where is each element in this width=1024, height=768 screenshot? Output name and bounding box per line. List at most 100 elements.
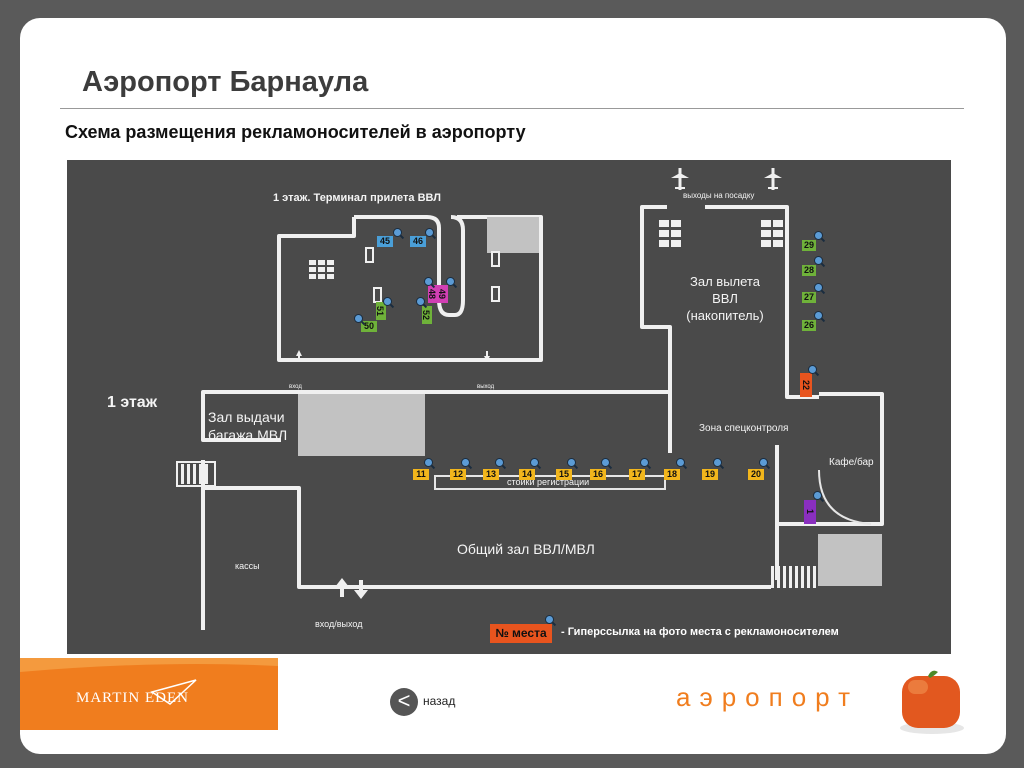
legend-place-badge: № места [490,624,552,643]
place-badge-28[interactable]: 28 [802,265,816,276]
magnifier-icon[interactable] [640,458,649,467]
place-badge-51[interactable]: 51 [375,302,386,320]
departure-hall-line2: ВВЛ [712,291,738,306]
departures-exits-label: выходы на посадку [683,191,754,200]
place-badge-16[interactable]: 16 [590,469,606,480]
place-badge-14[interactable]: 14 [519,469,535,480]
place-badge-22[interactable]: 22 [800,373,812,397]
departure-hall-wall [640,205,672,372]
floor-plan-drawing: 1 этаж. Терминал прилета ВВЛ выходы на п… [107,168,884,630]
place-badge-20[interactable]: 20 [748,469,764,480]
magnifier-icon[interactable] [813,491,822,500]
place-badge-27[interactable]: 27 [802,292,816,303]
place-badge-29[interactable]: 29 [802,240,816,251]
checkin-label: стойки регистрации [507,477,589,487]
common-hall-label: Общий зал ВВЛ/МВЛ [457,541,595,557]
upper-entrance-arrow [296,350,302,356]
title-divider [60,108,964,109]
orange-fruit-image [900,670,964,734]
plane-icon-right [764,168,782,190]
place-badge-19[interactable]: 19 [702,469,718,480]
place-badge-46[interactable]: 46 [410,236,426,247]
place-badge-1[interactable]: 1 [804,500,816,524]
magnifier-icon[interactable] [383,297,392,306]
place-badge-48[interactable]: 48 [427,285,438,303]
stairs-left [176,461,216,487]
entrance-exit-label: вход/выход [315,619,363,629]
magnifier-icon[interactable] [354,314,363,323]
magnifier-icon[interactable] [676,458,685,467]
magnifier-icon[interactable] [814,231,823,240]
place-badge-52[interactable]: 52 [421,306,432,324]
place-badge-11[interactable]: 11 [413,469,429,480]
magnifier-icon[interactable] [814,256,823,265]
departure-hall-line3: (накопитель) [686,308,763,323]
upper-terminal-wall [277,215,543,362]
place-badge-45[interactable]: 45 [377,236,393,247]
magnifier-icon[interactable] [759,458,768,467]
magnifier-icon[interactable] [446,277,455,286]
section-title: аэропорт [676,682,859,712]
magnifier-icon[interactable] [424,458,433,467]
magnifier-icon[interactable] [461,458,470,467]
magnifier-icon[interactable] [567,458,576,467]
departure-hall-line1: Зал вылета [690,274,761,289]
magnifier-icon[interactable] [424,277,433,286]
magnifier-icon[interactable] [814,311,823,320]
magnifier-icon[interactable] [416,297,425,306]
magnifier-icon[interactable] [393,228,402,237]
page-subtitle: Схема размещения рекламоносителей в аэро… [65,122,526,142]
departure-hall-wall-right [705,205,789,372]
cafe-door-arc [818,469,872,525]
magnifier-icon[interactable] [814,283,823,292]
main-exit-arrow [354,590,368,599]
upper-exit-label: выход [477,384,495,390]
cafe-shaded-room [818,534,882,586]
security-zone-label: Зона спецконтроля [699,423,788,434]
main-hall-wall-top-right [785,372,819,399]
upper-shaded-room [487,217,539,253]
cafe-label: Кафе/бар [829,456,874,468]
upper-terminal-label: 1 этаж. Терминал прилета ВВЛ [273,192,441,204]
place-badge-26[interactable]: 26 [802,320,816,331]
page-title: Аэропорт Барнаула [82,66,369,98]
stairs-right [771,566,774,588]
plane-icon-left [671,168,689,190]
magnifier-icon[interactable] [425,228,434,237]
magnifier-icon[interactable] [601,458,610,467]
upper-corridor [354,215,465,317]
baggage-hall-line1: Зал выдачи [208,409,285,425]
checkin-counter [434,475,666,490]
legend-description: - Гиперссылка на фото места с рекламонос… [561,626,839,638]
window-grids [309,220,783,279]
place-badge-13[interactable]: 13 [483,469,499,480]
magnifier-icon[interactable] [808,365,817,374]
place-badge-15[interactable]: 15 [556,469,572,480]
place-badge-49[interactable]: 49 [437,285,448,303]
back-link[interactable]: назад [423,694,456,708]
logo-text: MARTIN EDEN [76,690,190,706]
floor-label: 1 этаж [107,394,158,411]
place-badge-17[interactable]: 17 [629,469,645,480]
magnifier-icon[interactable] [545,615,554,624]
magnifier-icon[interactable] [713,458,722,467]
main-hall-wall-top [201,372,672,442]
magnifier-icon[interactable] [495,458,504,467]
main-entrance-arrow [335,578,349,587]
airport-floor-plan: 1 этаж. Терминал прилета ВВЛ выходы на п… [67,160,951,654]
magnifier-icon[interactable] [530,458,539,467]
upper-exit-arrow [484,356,490,362]
back-button[interactable]: < [390,688,418,716]
logo-wave-icon [20,658,278,705]
baggage-carousel-area [298,394,425,456]
place-badge-50[interactable]: 50 [361,321,377,332]
baggage-hall-line2: багажа МВЛ [208,427,287,443]
upper-entrance-label: вход [289,384,302,390]
ticket-office-label: кассы [235,561,260,571]
cafe-wall [777,392,884,526]
place-badge-18[interactable]: 18 [664,469,680,480]
slide: Аэропорт Барнаула Схема размещения рекла… [20,18,1006,754]
martin-eden-logo: MARTIN EDEN [20,658,278,730]
main-hall-bottom [201,486,771,630]
place-badge-12[interactable]: 12 [450,469,466,480]
